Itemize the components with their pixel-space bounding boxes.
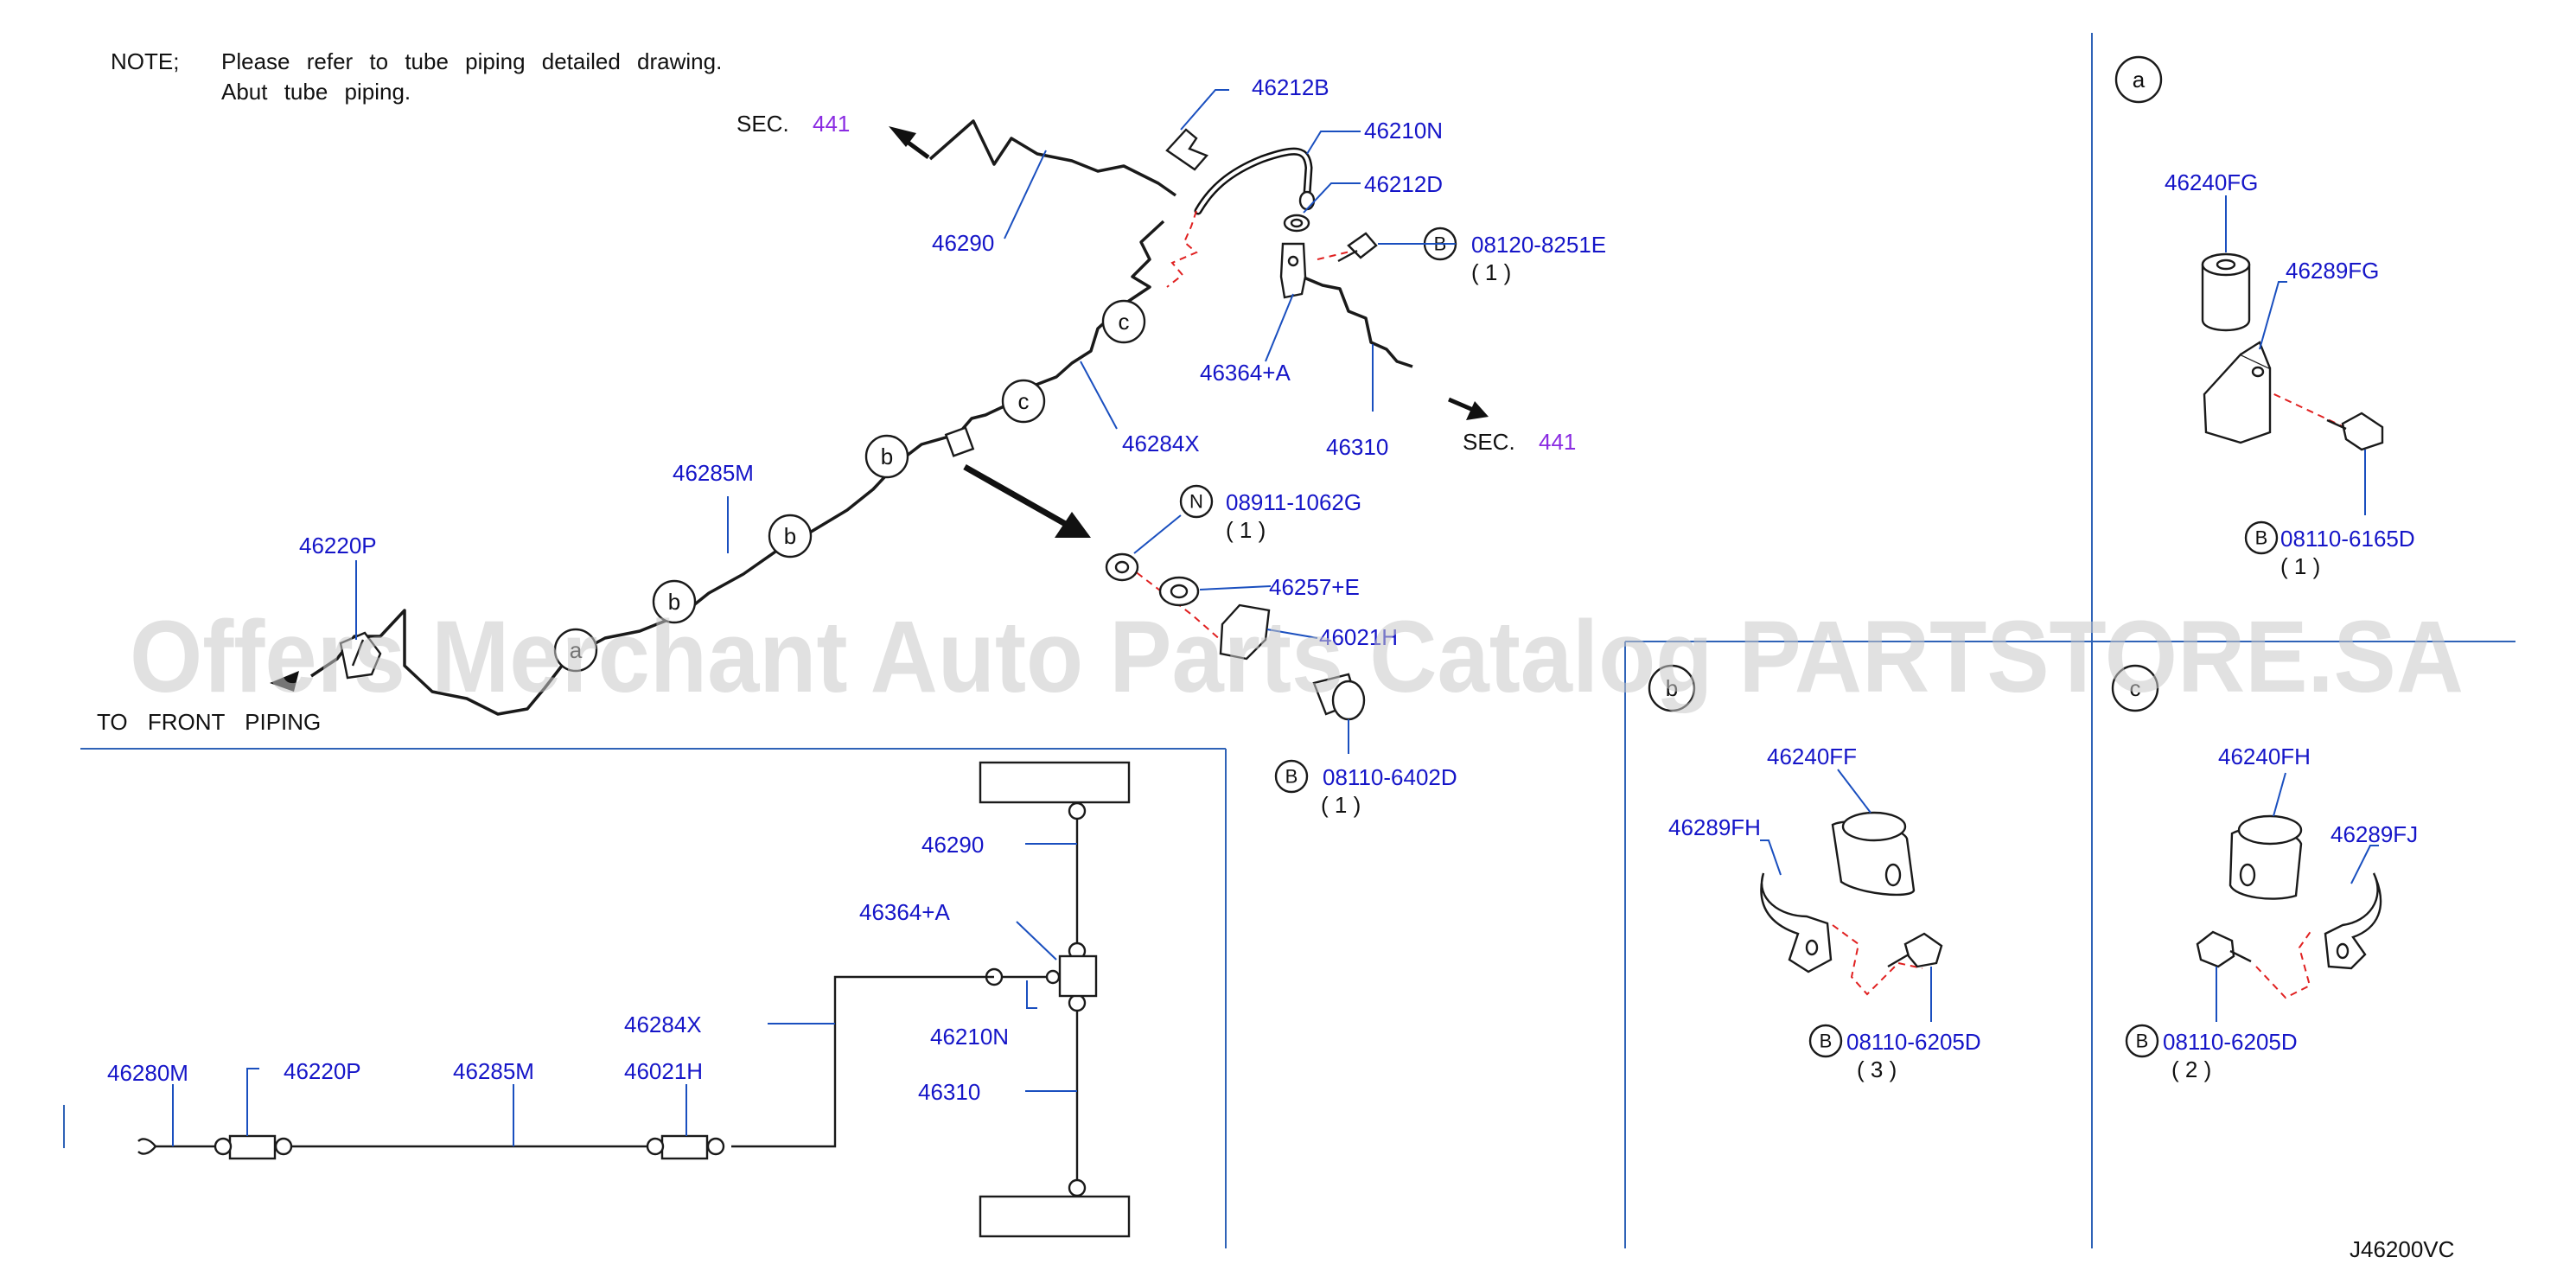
schematic-label-46220P[interactable]: 46220P xyxy=(284,1058,361,1084)
svg-text:b: b xyxy=(668,589,680,615)
svg-text:b: b xyxy=(881,444,893,469)
label-46289FG[interactable]: 46289FG xyxy=(2286,258,2379,284)
sec-number-lower[interactable]: 441 xyxy=(1539,429,1576,455)
label-08110-6165D[interactable]: 08110-6165D xyxy=(2280,526,2415,552)
detail-b: b B xyxy=(1648,664,1943,1058)
svg-text:a: a xyxy=(570,637,583,663)
detail-a-bolt-letter: B xyxy=(2255,527,2268,549)
note-prefix: NOTE; xyxy=(111,48,179,74)
label-46240FF[interactable]: 46240FF xyxy=(1767,744,1857,769)
detail-a: a B xyxy=(2114,55,2384,555)
label-46240FG[interactable]: 46240FG xyxy=(2165,169,2258,195)
schematic-label-46210N[interactable]: 46210N xyxy=(930,1024,1009,1050)
to-front-piping-label: TO FRONT PIPING xyxy=(97,709,321,735)
svg-text:c: c xyxy=(1119,309,1130,335)
schematic-label-46280M[interactable]: 46280M xyxy=(107,1060,188,1086)
label-46289FH[interactable]: 46289FH xyxy=(1668,814,1761,840)
direction-arrows xyxy=(270,126,1489,692)
frame-lines xyxy=(63,33,2515,1248)
piping-schematic xyxy=(137,761,1131,1238)
washer-46212D-shape[interactable] xyxy=(1283,214,1310,233)
connector-46364A-shape[interactable] xyxy=(1279,242,1307,299)
note-line-1: Please refer to tube piping detailed dra… xyxy=(221,48,722,74)
schematic-label-46364A[interactable]: 46364+A xyxy=(859,899,950,925)
leader-lines-top xyxy=(355,89,1456,754)
bracket-46021H-shape[interactable] xyxy=(944,426,1271,661)
qty-08120-8251E: ( 1 ) xyxy=(1471,259,1511,285)
detail-b-label: b xyxy=(1666,675,1678,701)
bolt-08120-shape[interactable] xyxy=(1337,232,1378,263)
sec-number-upper[interactable]: 441 xyxy=(813,111,850,137)
detail-c: c B xyxy=(2111,664,2382,1058)
schematic-label-46021H[interactable]: 46021H xyxy=(624,1058,703,1084)
qty-08110-6165D: ( 1 ) xyxy=(2280,553,2320,579)
label-46289FJ[interactable]: 46289FJ xyxy=(2331,821,2418,847)
diagram-code: J46200VC xyxy=(2350,1236,2454,1262)
detail-c-label: c xyxy=(2130,675,2141,701)
label-08110-6402D[interactable]: 08110-6402D xyxy=(1323,764,1457,790)
qty-08911-1062G: ( 1 ) xyxy=(1226,517,1266,543)
label-08110-6205D-c[interactable]: 08110-6205D xyxy=(2163,1029,2298,1055)
label-46240FH[interactable]: 46240FH xyxy=(2218,744,2311,769)
schematic-label-46290[interactable]: 46290 xyxy=(921,832,984,858)
label-46285M[interactable]: 46285M xyxy=(673,460,754,486)
qty-08110-6402D: ( 1 ) xyxy=(1321,792,1361,818)
label-46021H[interactable]: 46021H xyxy=(1319,624,1398,650)
schematic-label-46310[interactable]: 46310 xyxy=(918,1079,980,1105)
label-46284X[interactable]: 46284X xyxy=(1122,431,1200,456)
label-46364A[interactable]: 46364+A xyxy=(1200,360,1291,386)
schematic-label-46284X[interactable]: 46284X xyxy=(624,1012,702,1037)
label-46310[interactable]: 46310 xyxy=(1326,434,1388,460)
svg-text:c: c xyxy=(1018,388,1030,414)
label-46220P[interactable]: 46220P xyxy=(299,533,377,559)
label-08120-8251E[interactable]: 08120-8251E xyxy=(1471,232,1606,258)
schematic-label-46285M[interactable]: 46285M xyxy=(453,1058,534,1084)
detail-b-bolt-letter: B xyxy=(1820,1031,1833,1052)
sec-prefix-lower: SEC. xyxy=(1463,429,1515,455)
watermark-text: Offers Merchant Auto Parts Catalog PARTS… xyxy=(130,600,2464,714)
label-46210N[interactable]: 46210N xyxy=(1364,118,1443,144)
detail-a-label: a xyxy=(2133,67,2146,93)
svg-text:b: b xyxy=(784,523,796,549)
label-46290[interactable]: 46290 xyxy=(932,230,994,256)
qty-08110-6205D-c: ( 2 ) xyxy=(2171,1056,2211,1082)
detail-c-bolt-letter: B xyxy=(2136,1031,2149,1052)
label-46212D[interactable]: 46212D xyxy=(1364,171,1443,197)
qty-08110-6205D-b: ( 3 ) xyxy=(1857,1056,1897,1082)
label-08110-6205D-b[interactable]: 08110-6205D xyxy=(1846,1029,1981,1055)
note-line-2: Abut tube piping. xyxy=(221,79,411,105)
svg-text:B: B xyxy=(1285,766,1298,788)
grommet-46257E-shape[interactable] xyxy=(1158,576,1200,607)
label-46257E[interactable]: 46257+E xyxy=(1269,574,1360,600)
nut-08911-shape[interactable] xyxy=(1105,552,1139,582)
label-46212B[interactable]: 46212B xyxy=(1252,74,1329,100)
svg-text:N: N xyxy=(1189,491,1203,513)
leader-lines-schematic xyxy=(172,843,1077,1146)
label-08911-1062G[interactable]: 08911-1062G xyxy=(1226,489,1361,515)
pipe-clip-markers[interactable]: c c b b b a xyxy=(553,299,1146,673)
clip-46212B-shape[interactable] xyxy=(1165,128,1209,171)
clip-46220P-shape[interactable] xyxy=(339,631,382,680)
sec-prefix-upper: SEC. xyxy=(736,111,789,137)
